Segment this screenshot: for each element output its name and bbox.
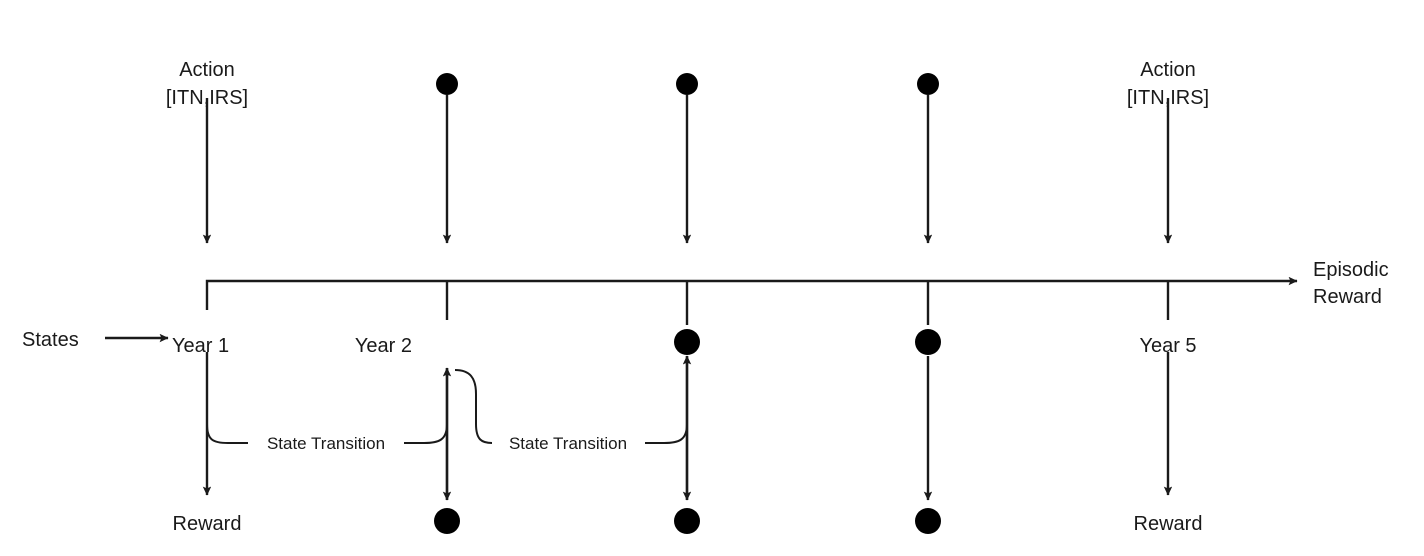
episodic-reward-line2: Reward <box>1313 286 1382 308</box>
state-transition-path-2-left <box>454 369 493 444</box>
state-transition-label-1: State Transition <box>267 434 385 453</box>
action-detail-5: [ITN,IRS] <box>1127 87 1209 109</box>
action-dot-4 <box>917 73 939 95</box>
action-title-1: Action <box>179 59 235 81</box>
action-title-5: Action <box>1140 59 1196 81</box>
action-detail-1: [ITN,IRS] <box>166 87 248 109</box>
action-dot-2 <box>436 73 458 95</box>
reward-label-5: Reward <box>1134 513 1203 535</box>
main-timeline-axis <box>205 276 1298 310</box>
reward-dot-4 <box>915 508 941 534</box>
reward-dot-3 <box>674 508 700 534</box>
state-dot-4 <box>915 329 941 355</box>
year-label-5: Year 5 <box>1139 335 1196 357</box>
state-dot-3 <box>674 329 700 355</box>
state-transition-path-1-right <box>404 423 448 444</box>
state-transition-path-1-left <box>206 423 248 444</box>
state-transition-path-2-right <box>645 423 688 444</box>
action-dot-3 <box>676 73 698 95</box>
episodic-reward-line1: Episodic <box>1313 259 1389 281</box>
reward-dot-2 <box>434 508 460 534</box>
reward-label-1: Reward <box>173 513 242 535</box>
state-transition-label-2: State Transition <box>509 434 627 453</box>
states-label: States <box>22 329 79 351</box>
year-label-2: Year 2 <box>355 335 412 357</box>
year-label-1: Year 1 <box>172 335 229 357</box>
